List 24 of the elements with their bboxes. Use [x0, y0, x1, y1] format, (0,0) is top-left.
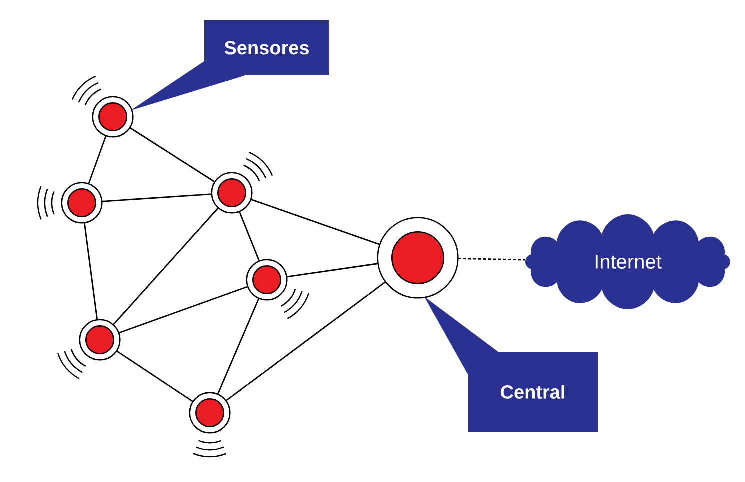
- sensor-node: [61, 182, 103, 224]
- connection-line: [217, 298, 260, 395]
- connection-line: [102, 194, 212, 202]
- sensor-node: [189, 392, 231, 434]
- connection-line: [88, 136, 107, 184]
- callout-pointer: [424, 297, 498, 374]
- sensor-node: [92, 96, 134, 138]
- sensor-node: [79, 319, 121, 361]
- connection-line: [238, 211, 260, 262]
- sensor-node: [211, 172, 253, 214]
- callout-box: Sensores: [204, 20, 330, 76]
- sensor-node: [246, 259, 288, 301]
- callout-pointer: [132, 62, 244, 110]
- connection-line: [458, 258, 526, 261]
- connection-line: [118, 286, 248, 334]
- connection-line: [250, 198, 380, 246]
- connection-line: [112, 207, 220, 326]
- connection-line: [116, 350, 194, 403]
- callout-box: Central: [468, 352, 598, 432]
- central-node: [377, 217, 459, 299]
- connection-line: [286, 263, 379, 278]
- connection-line: [129, 127, 216, 183]
- connection-line: [226, 281, 386, 402]
- connection-line: [84, 222, 98, 320]
